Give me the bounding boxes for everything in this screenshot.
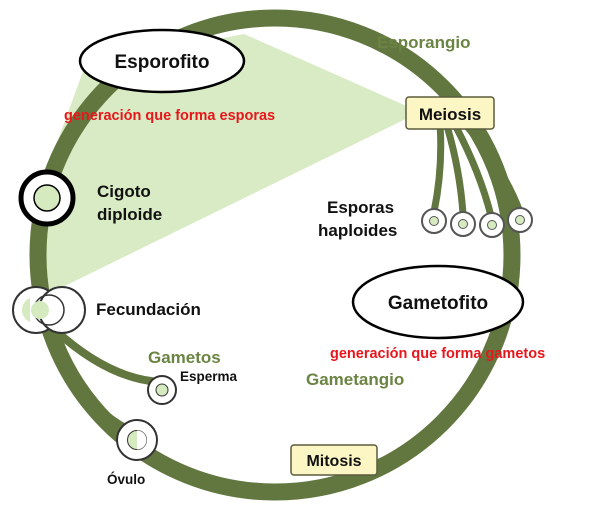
esporas-label-line1: Esporas bbox=[327, 198, 394, 217]
gametofito-ellipse bbox=[351, 264, 525, 340]
mitosis-box bbox=[290, 444, 378, 476]
cigoto-label-line2: diploide bbox=[97, 205, 162, 224]
gametofito-label: Gametofito bbox=[388, 293, 488, 314]
meiosis-box bbox=[405, 96, 495, 130]
cigoto-nucleus bbox=[33, 184, 61, 212]
gametos-label: Gametos bbox=[148, 348, 221, 367]
esporofito-ellipse bbox=[78, 28, 246, 94]
cigoto-label-line1: Cigoto bbox=[97, 182, 151, 201]
gametangio-label: Gametangio bbox=[306, 370, 404, 389]
ovulo-label: Óvulo bbox=[107, 472, 145, 487]
generacion-esporas-label: generación que forma esporas bbox=[64, 108, 275, 124]
mitosis-label: Mitosis bbox=[306, 453, 361, 470]
esporangio-label: Esporangio bbox=[377, 33, 471, 52]
fecundacion-cell bbox=[12, 286, 86, 334]
generacion-gametos-label: generación que forma gametos bbox=[330, 346, 545, 362]
meiosis-branches bbox=[430, 118, 524, 220]
spore-1 bbox=[421, 208, 447, 234]
ovulo-cell bbox=[116, 419, 158, 461]
spore-2 bbox=[450, 211, 476, 237]
esperma-label: Esperma bbox=[180, 369, 238, 384]
meiosis-label: Meiosis bbox=[419, 105, 481, 124]
esperma-cell bbox=[147, 375, 177, 405]
esporofito-label: Esporofito bbox=[115, 52, 210, 73]
spore-3 bbox=[479, 212, 505, 238]
spore-4 bbox=[507, 207, 533, 233]
esporas-label-line2: haploides bbox=[318, 221, 397, 240]
fecundacion-label: Fecundación bbox=[96, 300, 201, 319]
diploid-phase-shading bbox=[36, 34, 420, 300]
life-cycle-ring bbox=[29, 9, 521, 501]
